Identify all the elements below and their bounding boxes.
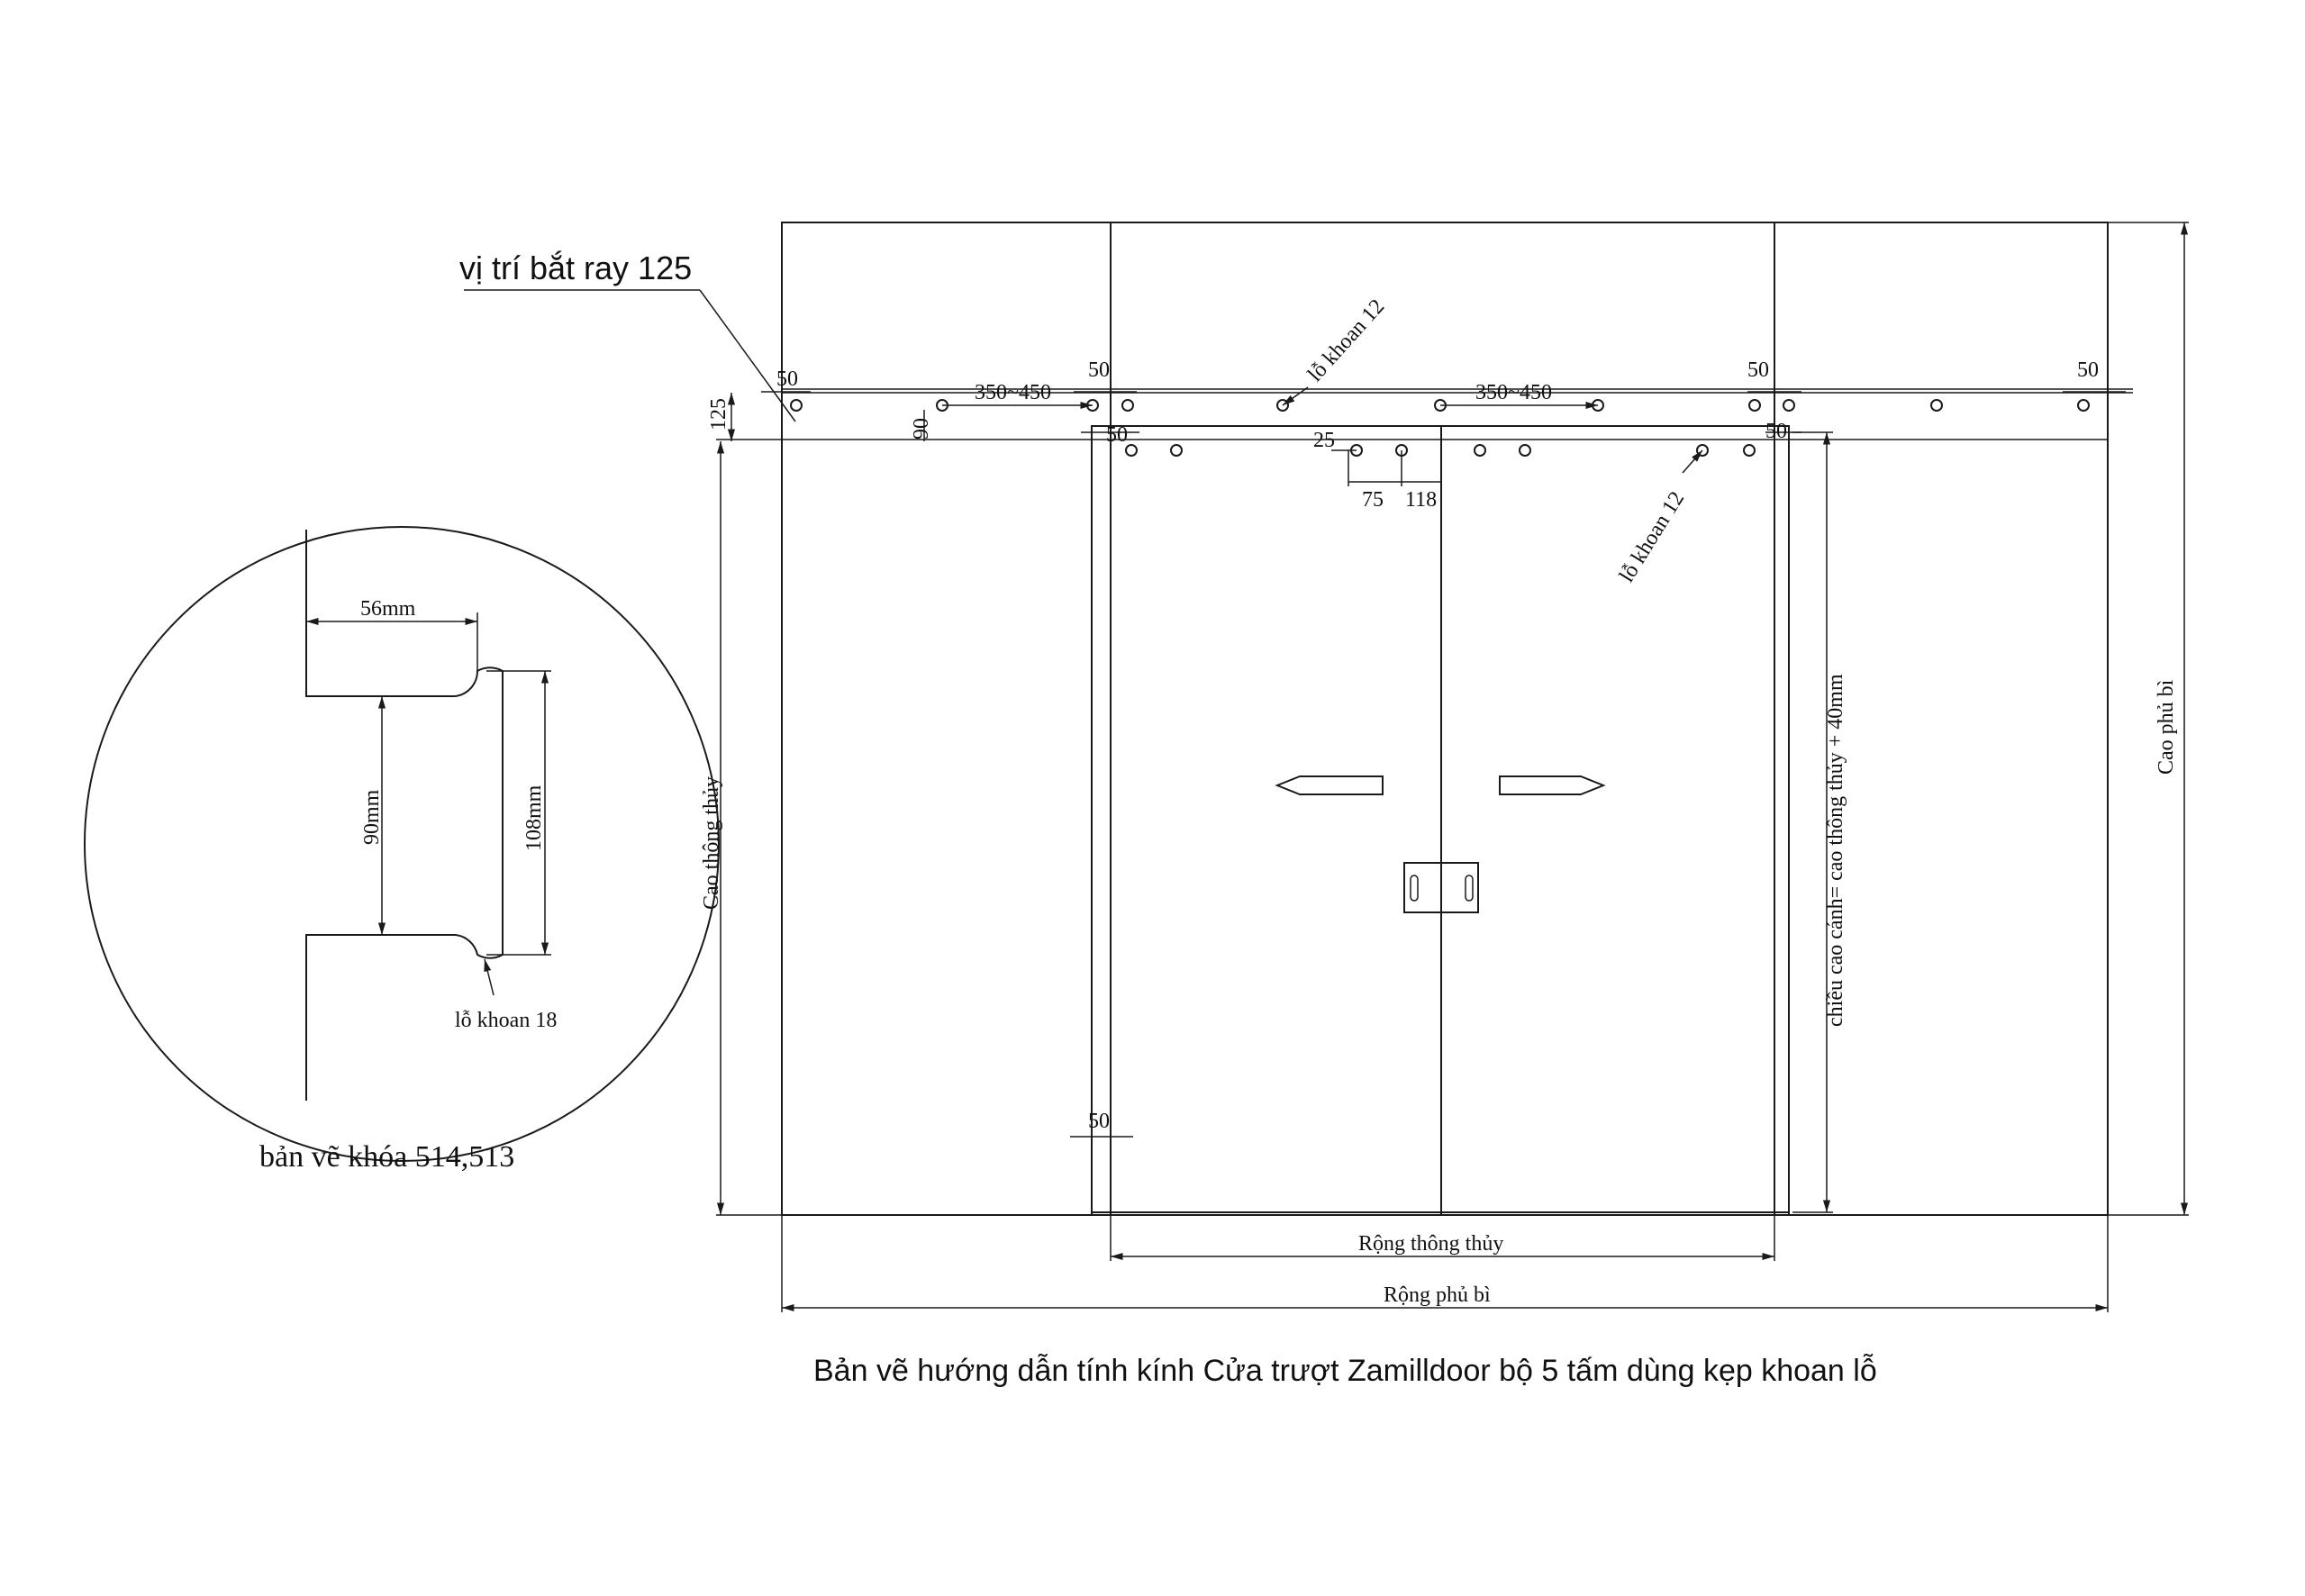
dim-75: 75 — [1362, 488, 1384, 512]
dim-125: 125 — [707, 398, 731, 431]
lock-body — [1403, 862, 1479, 913]
lock-dim-90: 90mm — [360, 789, 384, 845]
rail-strip — [716, 388, 2133, 440]
clear-width-label: Rộng thông thủy — [1358, 1232, 1503, 1256]
drill-hole-12-top: lỗ khoan 12 — [1303, 295, 1389, 386]
dim-50-b: 50 — [1088, 358, 1110, 382]
drawing-title: Bản vẽ hướng dẫn tính kính Cửa trượt Zam… — [813, 1354, 1877, 1388]
drill-hole-12-right: lỗ khoan 12 — [1615, 487, 1689, 586]
right-arrow-icon — [1499, 775, 1606, 795]
drill-hole-leader-top — [1282, 386, 1309, 406]
sliding-leaves — [1091, 425, 1790, 1216]
spacing-left: 350~450 — [975, 381, 1051, 404]
left-arrow-icon — [1275, 775, 1384, 795]
leaf-height-dim — [1792, 431, 1833, 1213]
rail-position-leader — [464, 289, 796, 422]
dim-50-d: 50 — [2077, 358, 2099, 382]
dim-50-c: 50 — [1747, 358, 1769, 382]
lock-dim-56: 56mm — [360, 597, 416, 621]
clear-height-dim — [716, 441, 782, 1216]
spacing-right: 350~450 — [1475, 381, 1552, 404]
lock-caption: bản vẽ khóa 514,513 — [259, 1140, 514, 1174]
rail-position-label: vị trí bắt ray 125 — [459, 249, 692, 286]
overall-height-dim — [2108, 222, 2189, 1216]
overall-width-dim — [781, 1215, 2109, 1312]
dim-50-g: 50 — [1088, 1110, 1110, 1133]
clear-height-label: Cao thông thủy — [700, 776, 723, 910]
dim-90: 90 — [910, 418, 933, 440]
clear-width-dim — [1110, 1215, 1775, 1261]
overall-height-label: Cao phủ bì — [2155, 679, 2178, 775]
dim-118: 118 — [1405, 488, 1437, 512]
outer-frame — [781, 222, 2109, 1216]
small-dims — [1331, 449, 1442, 486]
dim-125-mark — [727, 393, 925, 441]
dim-50-marks — [761, 391, 2133, 1138]
lock-detail — [84, 526, 720, 1162]
overall-width-label: Rộng phủ bì — [1384, 1283, 1491, 1307]
leaf-height-label: chiều cao cánh= cao thông thủy + 40mm — [1824, 674, 1847, 1027]
dim-50-a: 50 — [776, 367, 798, 391]
drill-hole-leader-right — [1682, 449, 1703, 474]
drill-hole-18: lỗ khoan 18 — [455, 1009, 557, 1032]
dim-25: 25 — [1313, 429, 1335, 452]
dim-50-f: 50 — [1765, 420, 1787, 443]
lock-dim-108: 108mm — [522, 784, 546, 851]
dim-50-e: 50 — [1106, 423, 1128, 447]
